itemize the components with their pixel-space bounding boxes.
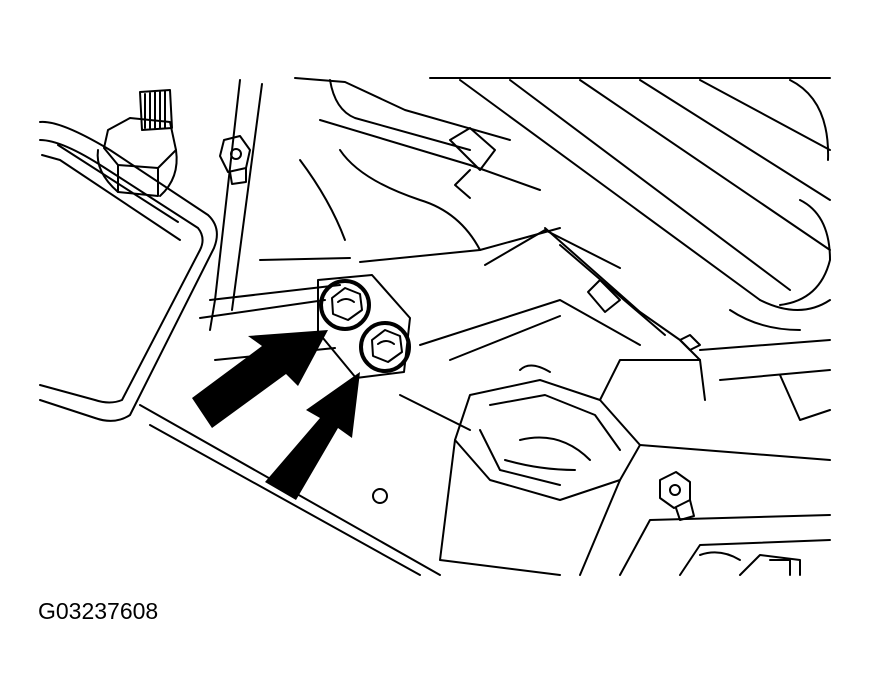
figure-code: G03237608 [38, 598, 159, 624]
upper-bolt [319, 279, 371, 331]
line-art [39, 77, 831, 576]
left-bracket [39, 120, 218, 422]
arrow-icon [265, 372, 360, 500]
small-bolt-right [659, 471, 695, 521]
right-bracket [544, 227, 831, 421]
lower-duct [439, 359, 831, 576]
upper-cylinder [429, 77, 831, 331]
bottom-right-structure [619, 514, 831, 576]
lower-bolt [359, 321, 411, 373]
housing [139, 77, 641, 576]
arrow-icon [192, 330, 328, 428]
top-stud [96, 89, 178, 197]
small-bolt-top [219, 135, 251, 185]
mounting-hole [372, 488, 388, 504]
